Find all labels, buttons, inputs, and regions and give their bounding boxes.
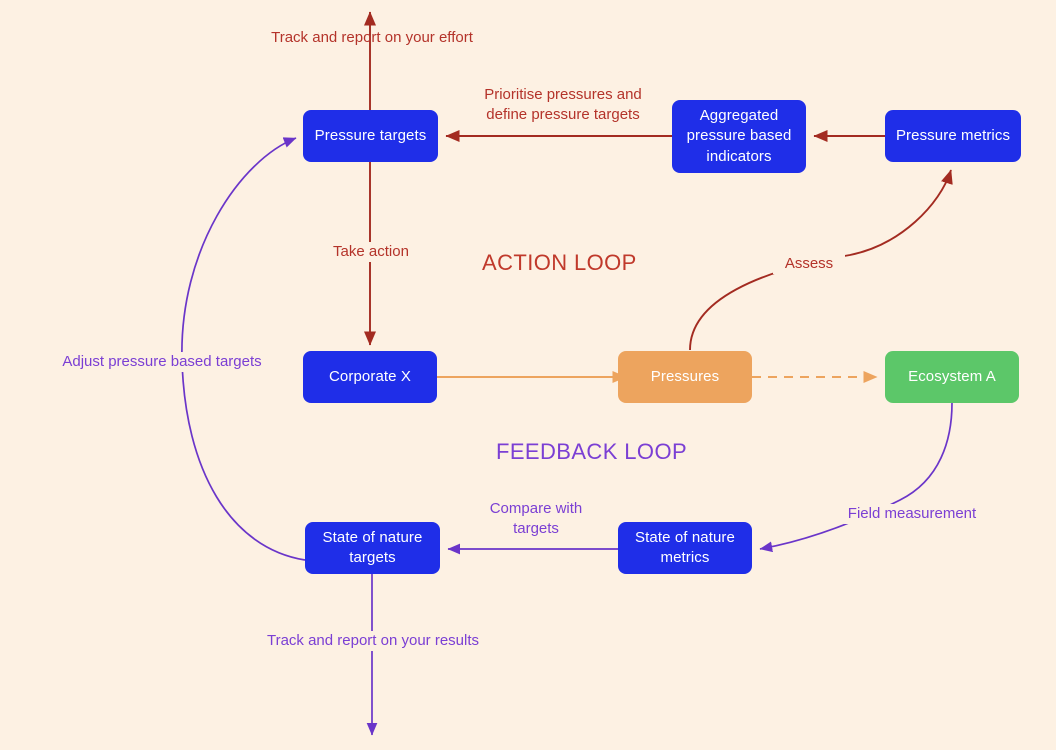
node-pressure-metrics[interactable]: Pressure metrics [885, 110, 1021, 162]
node-ecosystem-a-label: Ecosystem A [908, 367, 996, 385]
node-ecosystem-a[interactable]: Ecosystem A [885, 351, 1019, 403]
node-pressures-label: Pressures [650, 367, 720, 385]
edge-label-compare-with-targets: Compare with targets [489, 500, 583, 538]
edge-label-field-measurement: Field measurement [836, 504, 988, 525]
node-pressure-metrics-label: Pressure metrics [895, 126, 1011, 144]
node-corporate-x[interactable]: Corporate X [303, 351, 437, 403]
edge-label-track-results: Track and report on your results [256, 631, 490, 652]
node-state-of-nature-metrics-label: State of nature metrics [635, 528, 735, 566]
edge-label-prioritise: Prioritise pressures and define pressure… [484, 86, 642, 124]
node-pressure-targets[interactable]: Pressure targets [303, 110, 438, 162]
node-pressures[interactable]: Pressures [618, 351, 752, 403]
node-corporate-x-label: Corporate X [329, 367, 411, 385]
edge-label-track-effort: Track and report on your effort [271, 29, 473, 46]
edge-label-adjust-targets: Adjust pressure based targets [52, 352, 272, 373]
node-state-of-nature-targets[interactable]: State of nature targets [305, 522, 440, 574]
action-loop-title: ACTION LOOP [482, 250, 637, 275]
node-state-of-nature-metrics[interactable]: State of nature metrics [618, 522, 752, 574]
edge-label-take-action: Take action [314, 242, 428, 263]
node-pressure-targets-label: Pressure targets [314, 126, 427, 144]
node-aggregated-pressure-based-indicators-label: Aggregated pressure based indicators [686, 107, 792, 165]
node-aggregated-pressure-based-indicators[interactable]: Aggregated pressure based indicators [672, 100, 806, 173]
edge-label-assess: Assess [773, 254, 845, 275]
edge-field-measurement [759, 402, 953, 553]
edge-adjust-targets [181, 137, 306, 561]
feedback-loop-title: FEEDBACK LOOP [496, 439, 688, 464]
node-state-of-nature-targets-label: State of nature targets [322, 528, 423, 566]
